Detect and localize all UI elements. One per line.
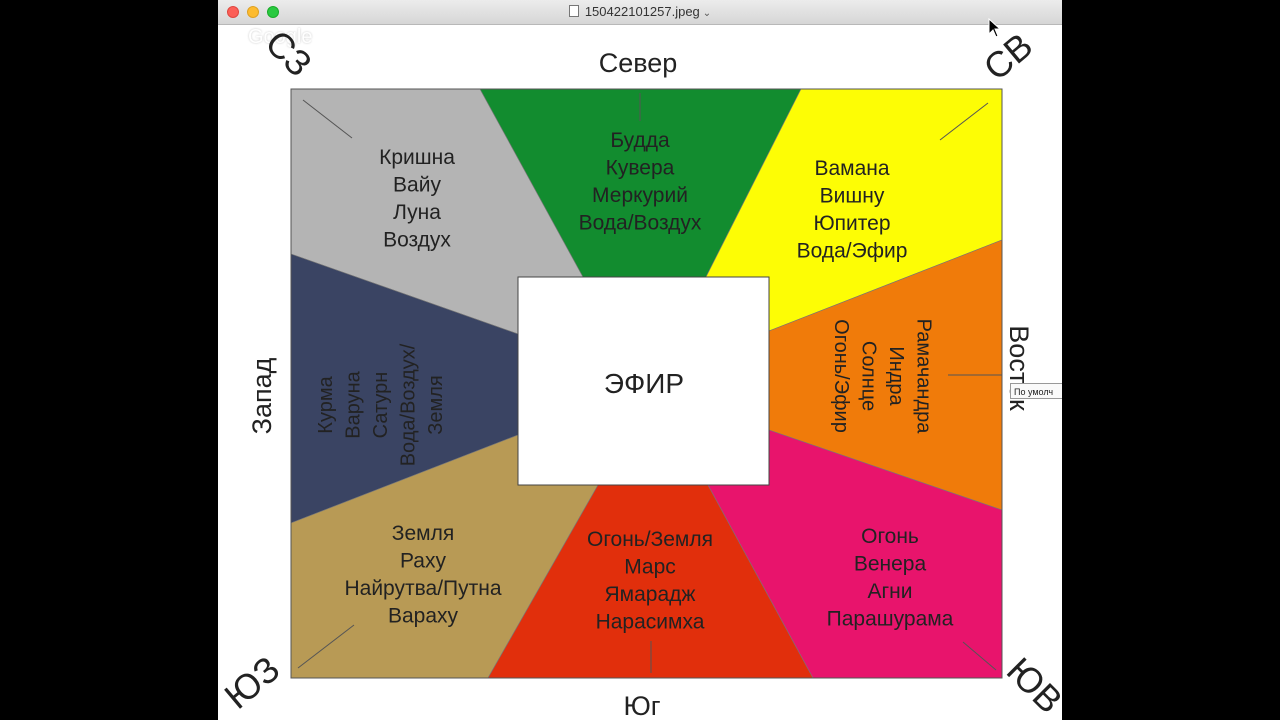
sector-line: Солнце bbox=[857, 341, 879, 411]
sector-line: Луна bbox=[393, 201, 441, 224]
label-west: Запад bbox=[247, 357, 277, 434]
sector-line: Найрутва/Путна bbox=[344, 577, 501, 600]
outer-frame bbox=[290, 88, 1003, 679]
sector-line: Вайу bbox=[393, 174, 441, 197]
sector-line: Раху bbox=[400, 550, 446, 573]
label-nw: СЗ bbox=[258, 22, 320, 84]
sector-line: Огонь/Эфир bbox=[830, 319, 852, 433]
center-label: ЭФИР bbox=[604, 368, 684, 399]
file-icon bbox=[568, 5, 579, 17]
sector-line: Венера bbox=[854, 553, 927, 576]
sector-line: Кришна bbox=[379, 146, 455, 169]
sector-line: Кувера bbox=[606, 157, 675, 180]
sector-line: Меркурий bbox=[592, 184, 688, 207]
label-south: Юг bbox=[623, 691, 660, 720]
sector-line: Ямарадж bbox=[605, 583, 696, 606]
sector-line: Вишну bbox=[820, 185, 885, 208]
mouse-cursor-icon bbox=[988, 18, 1002, 38]
sector-line: Нарасимха bbox=[596, 611, 705, 634]
sector-line: Вода/Эфир bbox=[797, 240, 908, 263]
sector-line: Сатурн bbox=[370, 372, 392, 439]
watermark-logo: Google bbox=[248, 26, 313, 48]
pointer-line-ne bbox=[939, 102, 989, 141]
sector-line: Земля bbox=[425, 375, 447, 434]
sector-line: Вода/Воздух/ bbox=[398, 343, 420, 466]
sector-line: Вамана bbox=[814, 157, 889, 180]
window-title-area[interactable]: 150422101257.jpeg⌄ bbox=[218, 4, 1062, 19]
sector-line: Огонь bbox=[861, 525, 919, 548]
window-title: 150422101257.jpeg bbox=[584, 4, 700, 19]
minimize-window-button[interactable] bbox=[247, 6, 259, 18]
sector-line: Огонь/Земля bbox=[587, 528, 713, 551]
sector-line: Марс bbox=[624, 556, 676, 579]
sector-line: Агни bbox=[868, 580, 913, 603]
pointer-line-sw bbox=[297, 624, 355, 669]
center-box bbox=[517, 276, 770, 486]
label-north: Север bbox=[599, 48, 678, 78]
sector-line: Юпитер bbox=[813, 212, 890, 235]
label-ne: СВ bbox=[976, 25, 1041, 89]
sector-line: Парашурама bbox=[827, 608, 954, 631]
sector-line: Земля bbox=[392, 522, 454, 545]
pointer-line-nw bbox=[302, 99, 353, 139]
pointer-line-se bbox=[962, 641, 997, 671]
sector-line: Рамачандра bbox=[912, 319, 934, 435]
label-sw: ЮЗ bbox=[218, 648, 287, 717]
sector-line: Будда bbox=[610, 129, 670, 152]
tooltip: По умолч bbox=[1010, 383, 1062, 399]
window-titlebar: 150422101257.jpeg⌄ bbox=[218, 0, 1062, 25]
sector-line: Курма bbox=[315, 375, 337, 433]
sector-line: Индра bbox=[885, 346, 907, 406]
sector-line: Воздух bbox=[383, 229, 451, 252]
sector-line: Вараху bbox=[388, 605, 459, 628]
sector-line: Вода/Воздух bbox=[579, 212, 702, 235]
sector-line: Варуна bbox=[343, 370, 365, 438]
close-window-button[interactable] bbox=[227, 6, 239, 18]
label-se: ЮВ bbox=[999, 649, 1062, 720]
maximize-window-button[interactable] bbox=[267, 6, 279, 18]
chevron-down-icon[interactable]: ⌄ bbox=[702, 8, 712, 19]
